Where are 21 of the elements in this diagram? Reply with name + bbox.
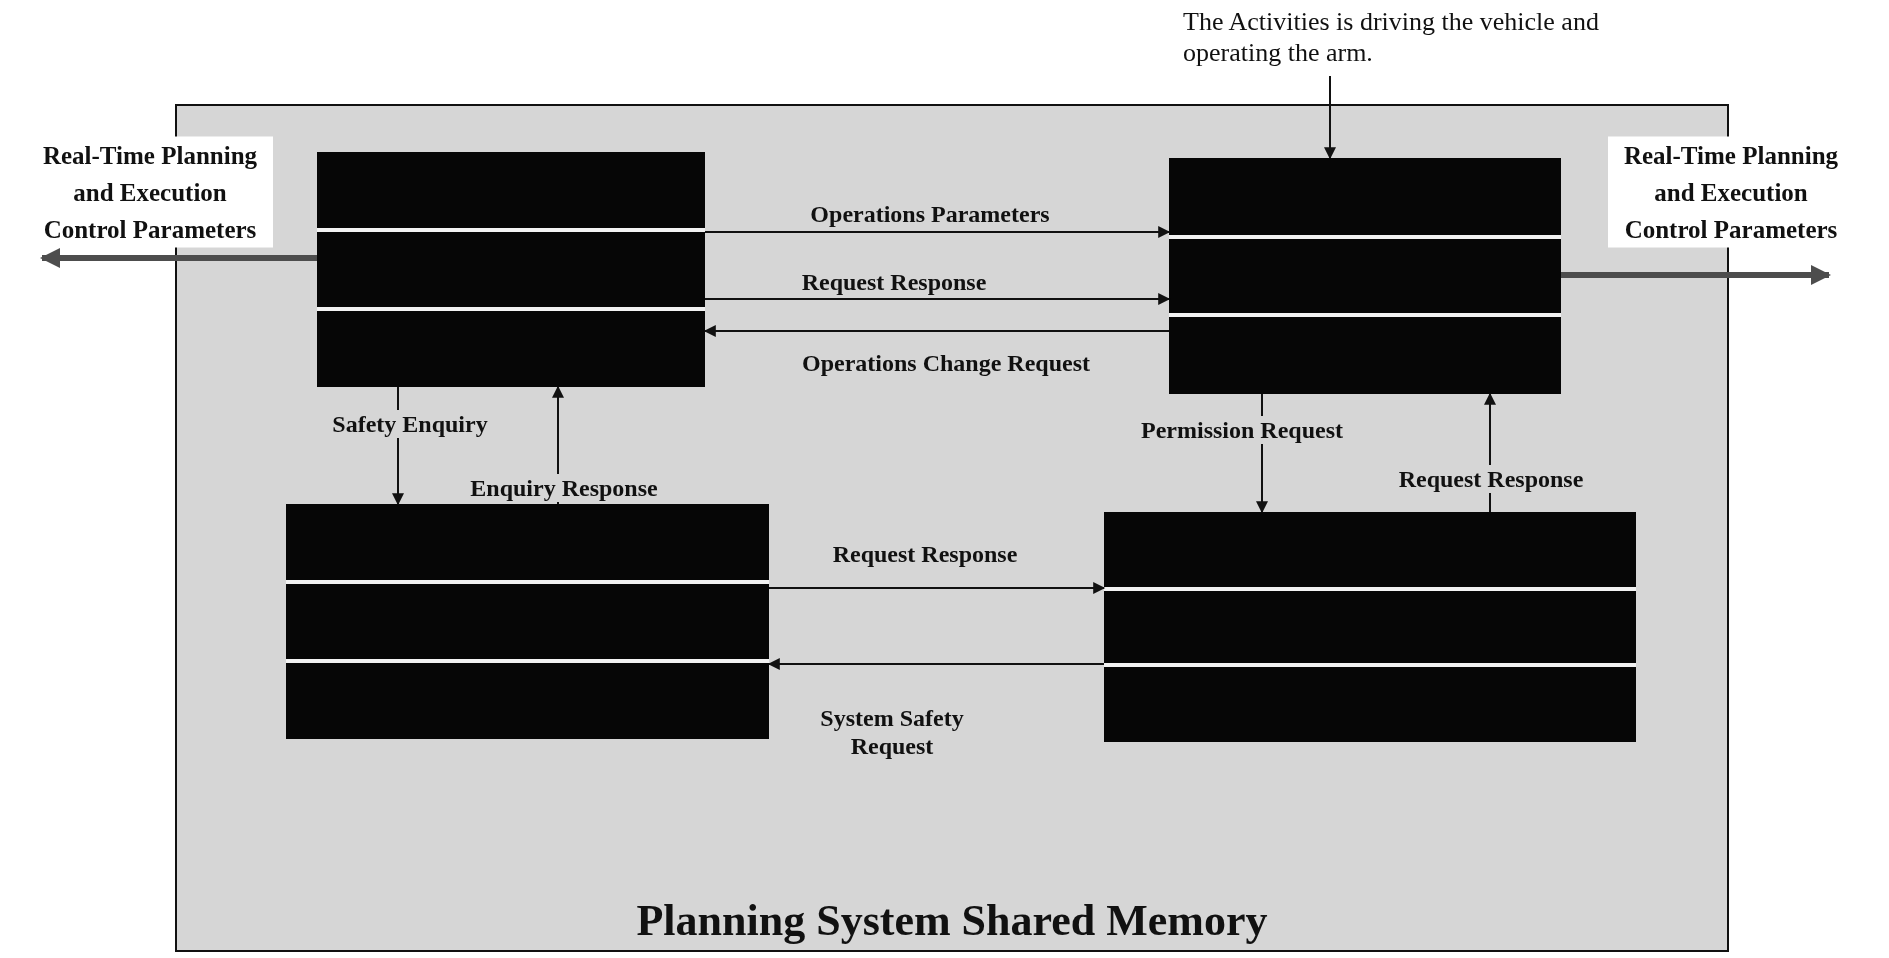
memory-block (1104, 512, 1636, 742)
arrow (704, 293, 1171, 305)
memory-block (317, 152, 705, 387)
panel-title: Planning System Shared Memory (636, 895, 1268, 946)
arrow (768, 582, 1106, 594)
arrow (1324, 75, 1336, 160)
edge-label: Request Response (831, 540, 1019, 568)
arrow (1561, 265, 1831, 285)
arrow (40, 248, 317, 268)
edge-label: Request Response (800, 268, 988, 296)
memory-block (286, 504, 769, 739)
arrow (703, 325, 1170, 337)
edge-label: Operations Change Request (801, 349, 1091, 377)
arrow (767, 658, 1105, 670)
edge-label: System Safety Request (819, 704, 965, 760)
edge-label: Permission Request (1138, 416, 1346, 444)
arrow (704, 226, 1171, 238)
note-text: The Activities is driving the vehicle and operating the arm. (1183, 6, 1663, 76)
memory-block (1169, 158, 1561, 394)
edge-label: Enquiry Response (467, 474, 661, 502)
edge-label: Operations Parameters (809, 200, 1051, 228)
